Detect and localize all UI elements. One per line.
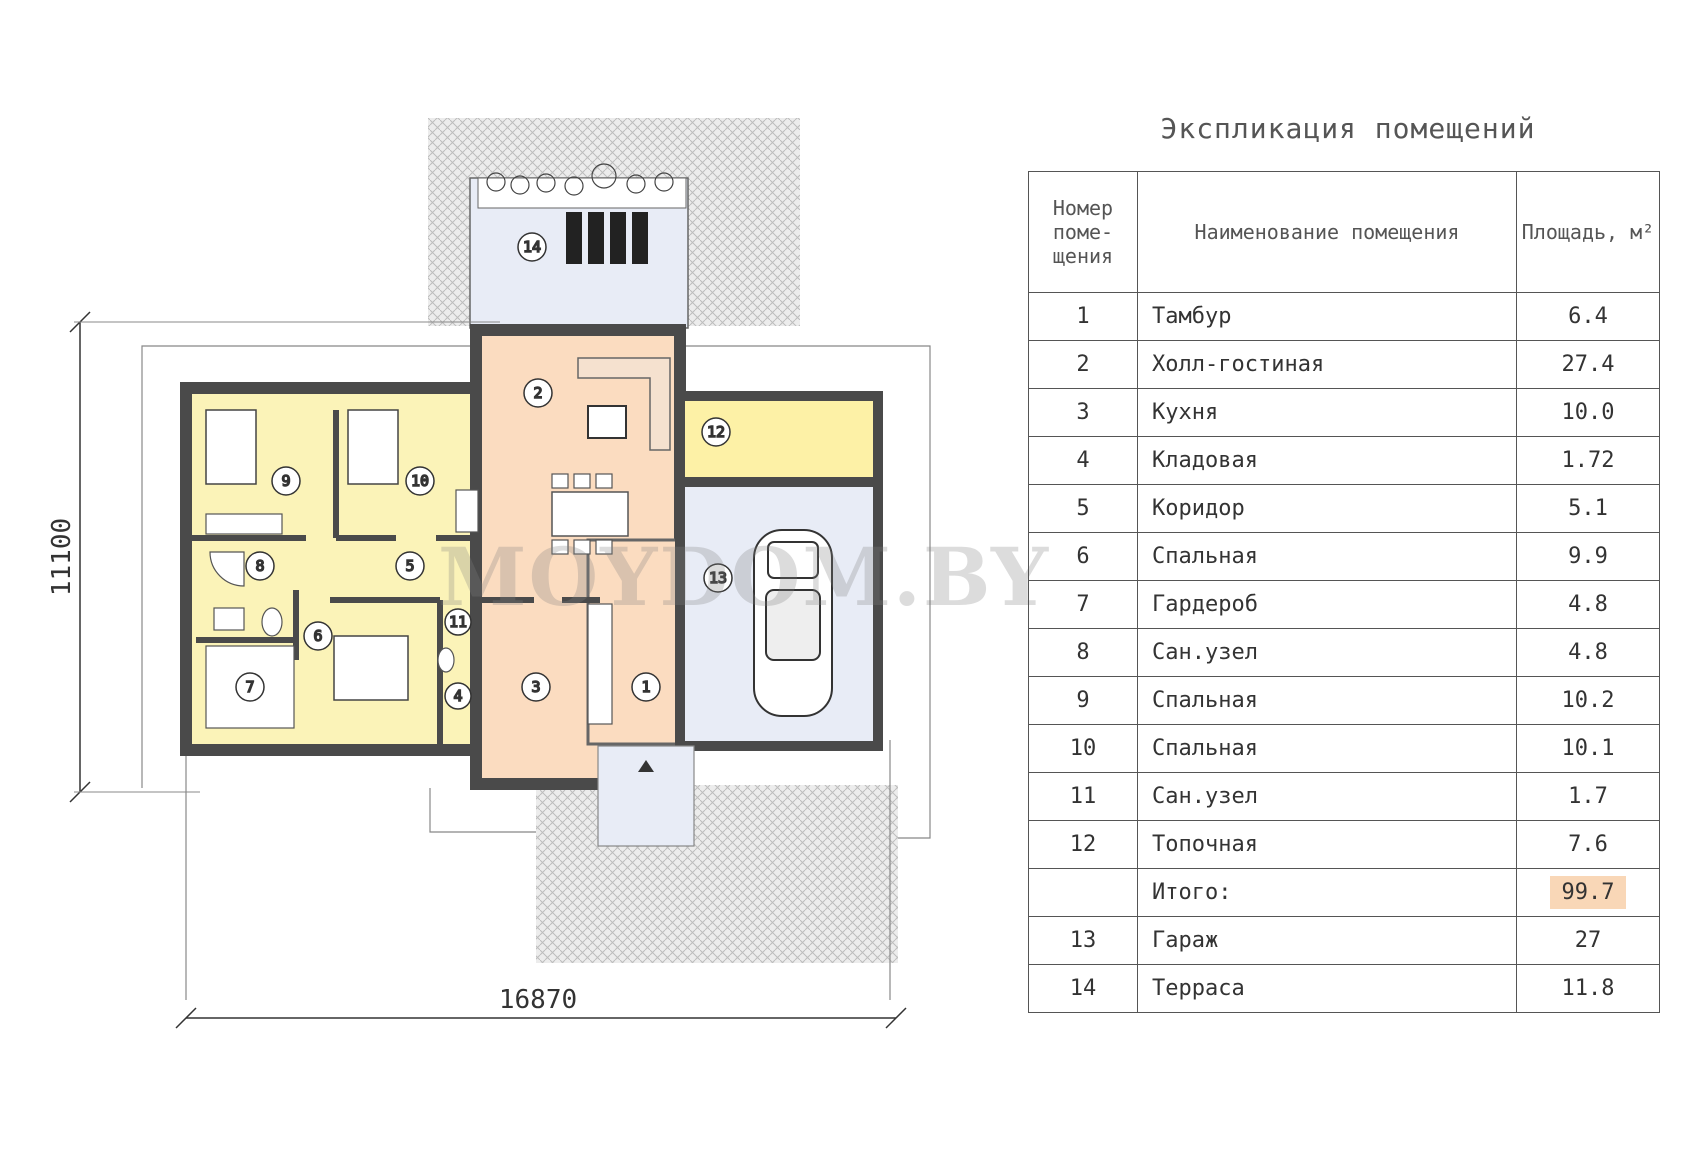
svg-text:12: 12	[707, 423, 725, 441]
dimension-height-label: 11100	[47, 518, 77, 596]
table-row-total: Итого:99.7	[1028, 868, 1660, 917]
floor-plan: 1 2 3 4 5 6 7 8 9 10 11 12 13 14 11100 1…	[47, 118, 931, 1029]
svg-text:9: 9	[281, 472, 290, 490]
svg-text:14: 14	[523, 238, 541, 256]
bed-icon	[205, 409, 409, 701]
room-marker-11: 11	[444, 608, 472, 636]
room-marker-9: 9	[271, 466, 301, 496]
svg-text:11: 11	[449, 613, 467, 631]
entrance-arrow-icon	[638, 760, 654, 772]
room-marker-10: 10	[405, 466, 435, 496]
total-area-highlight: 99.7	[1549, 876, 1627, 909]
explication-panel: Экспликация помещений Номер поме- щения …	[1028, 112, 1668, 1013]
dimension-width	[175, 1007, 907, 1029]
dimension-height	[69, 311, 500, 803]
svg-text:1: 1	[641, 678, 650, 696]
room-marker-4: 4	[444, 682, 472, 710]
room-marker-14: 14	[517, 232, 547, 262]
wardrobe-icon	[205, 489, 613, 729]
room-numbers: 1 2 3 4 5 6 7 8 9 10 11 12 13 14	[235, 232, 733, 710]
table-header-row: Номер поме- щения Наименование помещения…	[1028, 171, 1660, 293]
svg-text:7: 7	[245, 678, 254, 696]
header-number: Номер поме- щения	[1028, 171, 1138, 293]
room-marker-2: 2	[523, 378, 553, 408]
room-marker-7: 7	[235, 672, 265, 702]
watermark: MOYDOM.BY	[438, 530, 1051, 624]
svg-text:13: 13	[709, 569, 727, 587]
room-marker-5: 5	[395, 551, 425, 581]
interior-walls	[186, 410, 683, 750]
room-marker-3: 3	[521, 672, 551, 702]
header-area: Площадь, м²	[1516, 171, 1660, 293]
room-marker-8: 8	[245, 551, 275, 581]
svg-text:3: 3	[531, 678, 540, 696]
terrace-furniture	[566, 212, 648, 264]
explication-title: Экспликация помещений	[1160, 112, 1536, 145]
dining-chairs	[551, 473, 613, 555]
dining-table	[551, 491, 629, 537]
header-name: Наименование помещения	[1137, 171, 1517, 293]
explication-table: Номер поме- щения Наименование помещения…	[1028, 171, 1660, 1013]
svg-text:5: 5	[405, 557, 414, 575]
room-marker-13: 13	[703, 563, 733, 593]
planter-plants-icon	[486, 163, 674, 196]
svg-text:6: 6	[313, 627, 322, 645]
svg-text:8: 8	[255, 557, 264, 575]
dimension-width-label: 16870	[499, 985, 577, 1015]
room-marker-6: 6	[303, 621, 333, 651]
sofa-icon	[577, 357, 671, 451]
site-outline	[141, 345, 931, 839]
room-marker-12: 12	[701, 417, 731, 447]
svg-text:10: 10	[411, 472, 429, 490]
svg-text:2: 2	[533, 384, 542, 402]
car-icon	[753, 529, 833, 717]
room-marker-1: 1	[631, 672, 661, 702]
coffee-table	[587, 405, 627, 439]
svg-text:4: 4	[453, 687, 462, 705]
bathroom-fixtures	[209, 551, 455, 673]
paving-south	[536, 785, 898, 963]
site-outline-south	[429, 788, 536, 833]
